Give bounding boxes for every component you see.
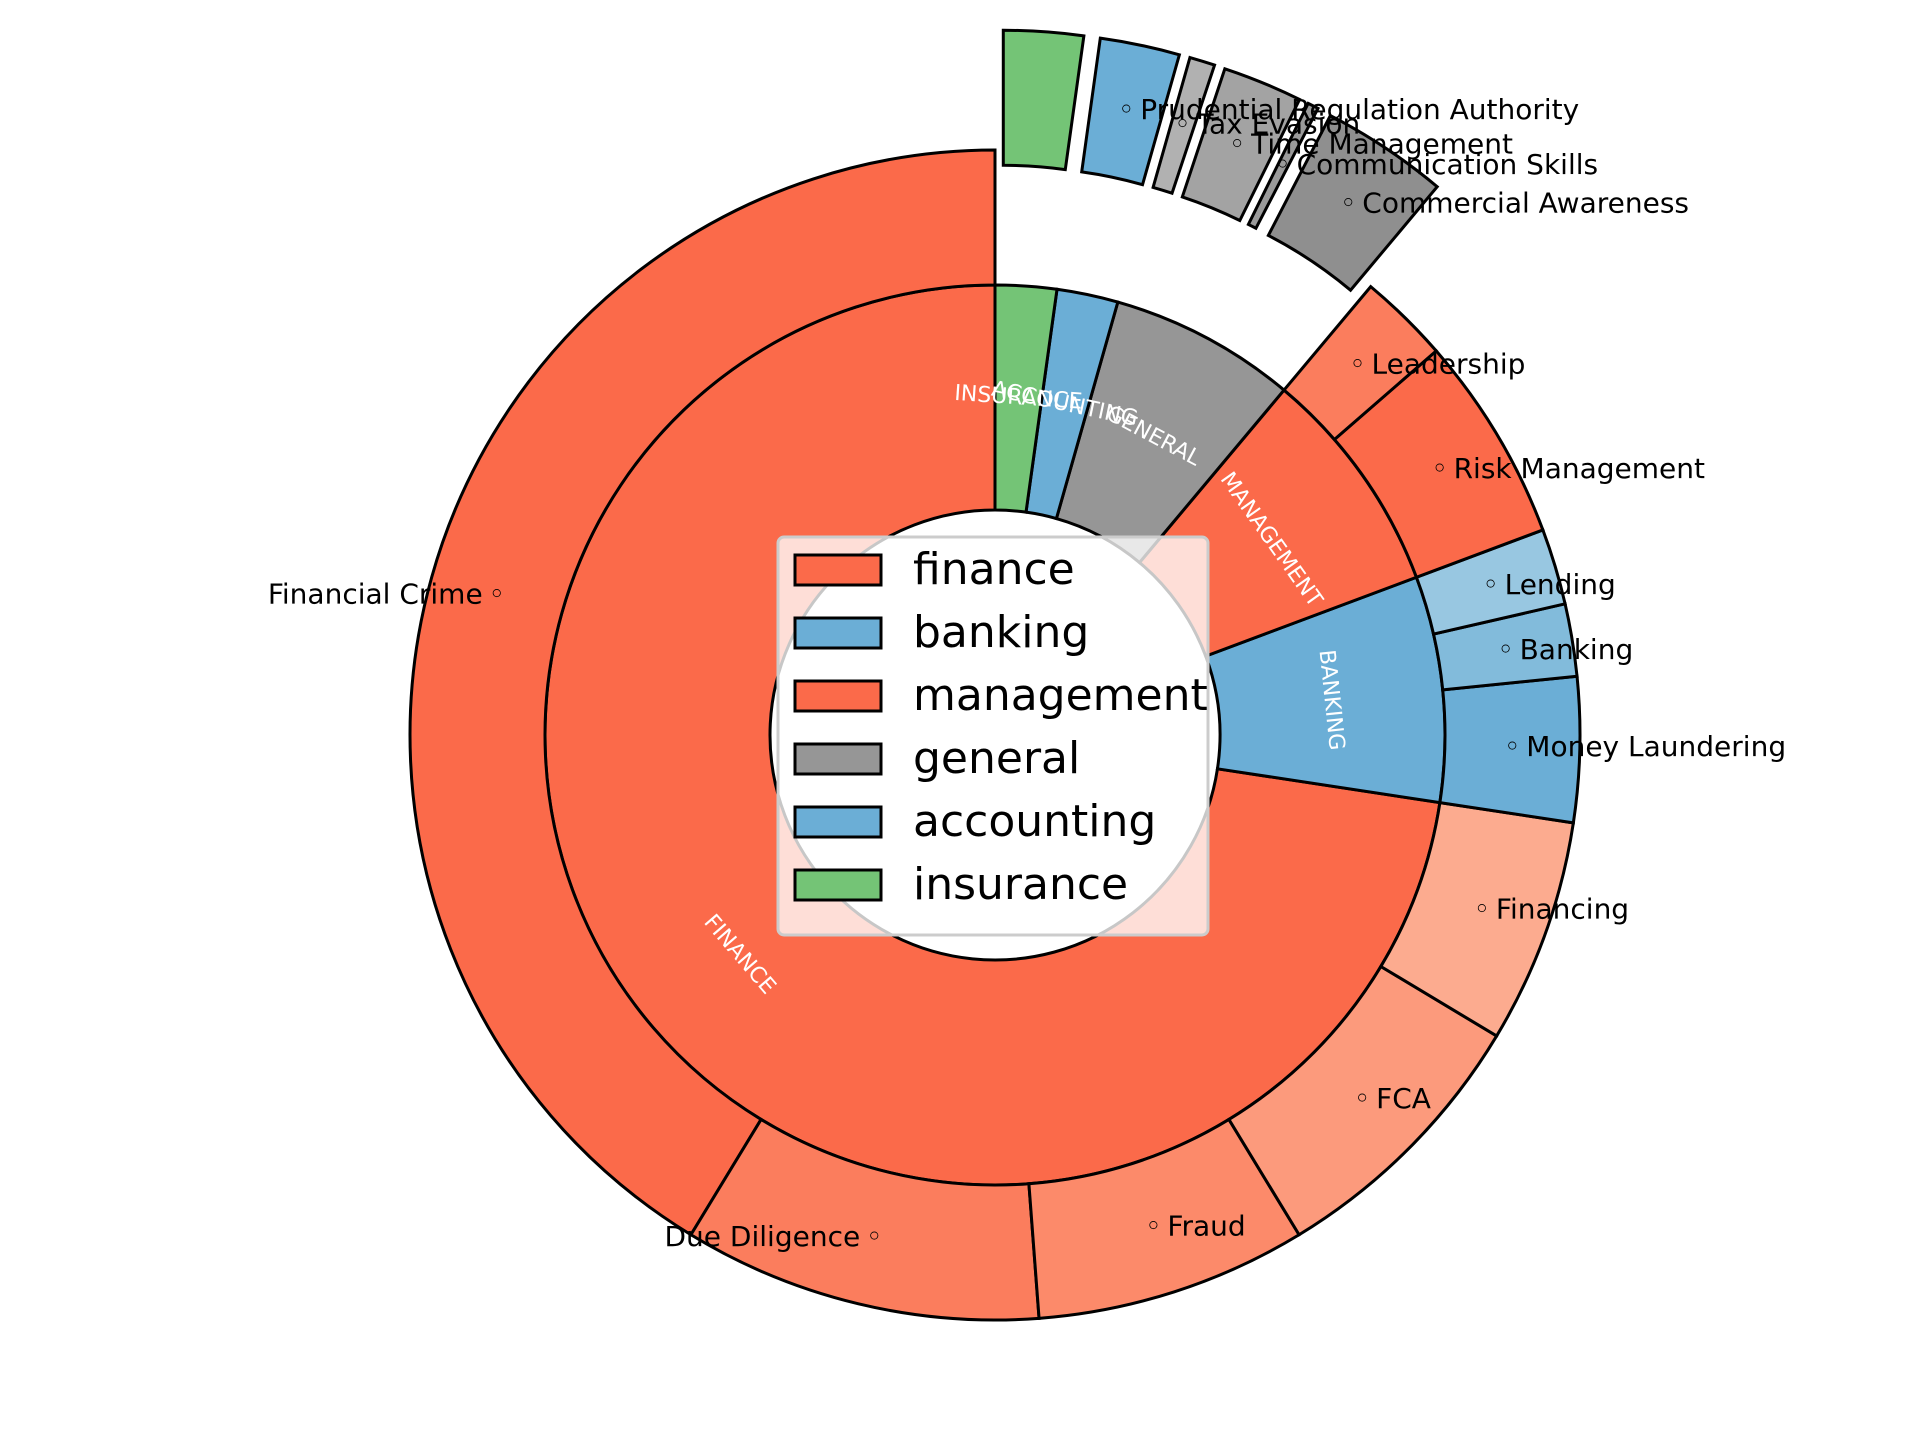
label-marker-icon: ◦: [1340, 186, 1357, 219]
outer-wedge-communication-skills: [1246, 101, 1321, 231]
outer-label-fraud: Fraud: [1167, 1210, 1245, 1243]
legend-label-management: management: [913, 670, 1208, 721]
outer-wedge-unlabeled-15: [1001, 28, 1086, 172]
legend: finance banking management general accountin…: [776, 535, 1210, 937]
outer-wedge-prudential-regulation-authority: [1080, 36, 1182, 187]
label-marker-icon: ◦: [866, 1220, 883, 1253]
legend-swatch-general: [793, 742, 883, 776]
label-marker-icon: ◦: [1431, 452, 1448, 485]
outer-label-due-diligence: Due Diligence: [664, 1220, 860, 1253]
outer-wedge-leadership: [1281, 284, 1439, 442]
legend-label-general: general: [913, 733, 1080, 784]
outer-wedge-tax-evasion: [1151, 55, 1217, 196]
label-marker-icon: ◦: [1497, 633, 1514, 666]
outer-label-fca: FCA: [1376, 1082, 1431, 1115]
label-marker-icon: ◦: [1174, 108, 1191, 141]
label-marker-icon: ◦: [488, 577, 505, 610]
outer-wedge-time-management: [1180, 66, 1302, 223]
label-marker-icon: ◦: [1482, 568, 1499, 601]
legend-label-finance: finance: [913, 544, 1075, 595]
legend-swatch-insurance: [793, 868, 883, 902]
outer-label-lending: Lending: [1505, 568, 1616, 601]
label-marker-icon: ◦: [1118, 93, 1135, 126]
outer-wedge-commercial-awareness: [1266, 113, 1440, 293]
outer-label-tax-evasion: Tax Evasion: [1196, 108, 1361, 141]
legend-frame: [776, 535, 1210, 937]
legend-swatch-finance: [793, 553, 883, 587]
label-marker-icon: ◦: [1229, 127, 1246, 160]
outer-label-commercial-awareness: Commercial Awareness: [1362, 186, 1689, 219]
outer-wedge-financial-crime: [408, 148, 997, 1237]
outer-ring: [408, 28, 1582, 1322]
outer-label-financial-crime: Financial Crime: [268, 577, 483, 610]
legend-label-banking: banking: [913, 607, 1089, 658]
legend-swatch-management: [793, 679, 883, 713]
label-marker-icon: ◦: [1504, 730, 1521, 763]
outer-label-prudential-regulation-authority: Prudential Regulation Authority: [1140, 93, 1579, 126]
outer-label-time-management: Time Management: [1250, 127, 1513, 160]
inner-wedge-insurance: [993, 283, 1059, 514]
outer-label-financing: Financing: [1496, 892, 1629, 925]
legend-swatch-banking: [793, 616, 883, 650]
outer-label-banking: Banking: [1520, 633, 1634, 666]
outer-label-leadership: Leadership: [1372, 348, 1526, 381]
legend-label-accounting: accounting: [913, 796, 1156, 847]
label-marker-icon: ◦: [1474, 892, 1491, 925]
label-marker-icon: ◦: [1354, 1082, 1371, 1115]
outer-label-communication-skills: Communication Skills: [1297, 148, 1599, 181]
label-marker-icon: ◦: [1274, 148, 1291, 181]
outer-label-risk-management: Risk Management: [1454, 452, 1705, 485]
outer-label-money-laundering: Money Laundering: [1526, 730, 1786, 763]
label-marker-icon: ◦: [1349, 348, 1366, 381]
legend-label-insurance: insurance: [913, 859, 1128, 910]
legend-swatch-accounting: [793, 805, 883, 839]
label-marker-icon: ◦: [1145, 1210, 1162, 1243]
